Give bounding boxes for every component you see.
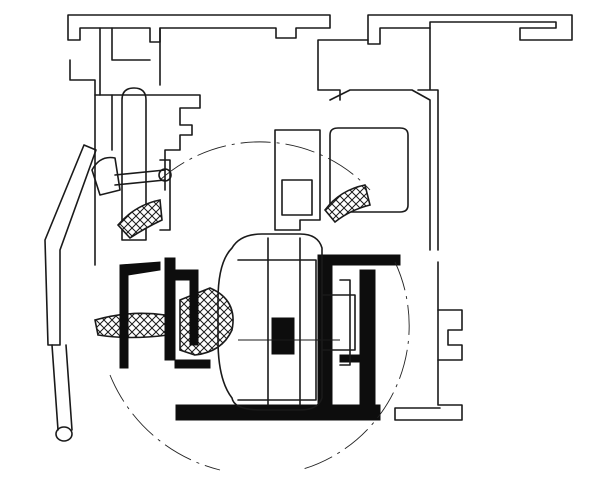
outer-frame-profile <box>67 14 331 266</box>
sash-profile <box>274 14 573 421</box>
reinforcement-core <box>119 254 401 421</box>
glazing-bead <box>217 233 356 411</box>
hinge-mechanism <box>109 141 410 471</box>
handle-cover <box>44 144 172 346</box>
drainage-pipe <box>51 344 73 442</box>
